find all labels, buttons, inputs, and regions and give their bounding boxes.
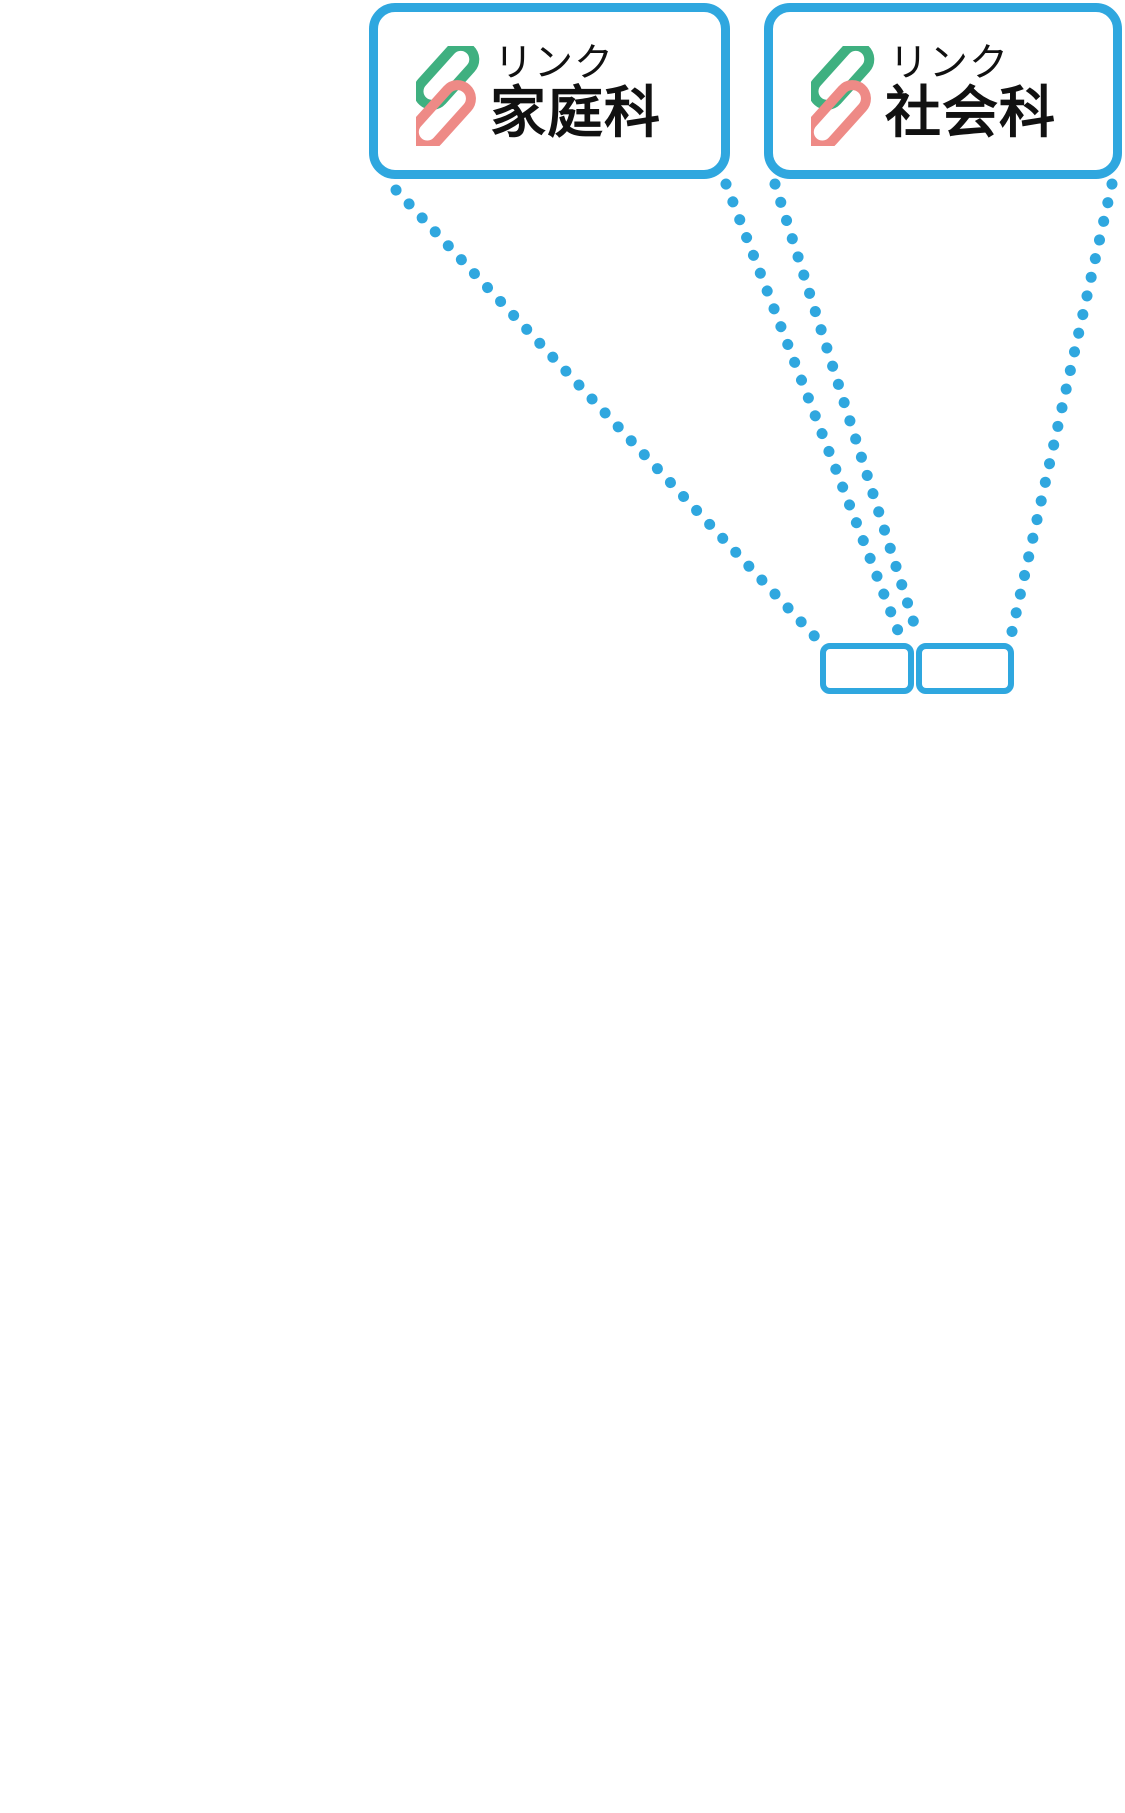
callout-line-social-right [1005, 178, 1118, 642]
link-target-home-economics[interactable] [820, 643, 914, 694]
link-subject-label: 家庭科 [490, 81, 661, 146]
callout-line-social-left [769, 178, 924, 642]
link-prefix-label: リンク [494, 41, 615, 86]
link-card-social-studies[interactable]: リンク 社会科 [764, 3, 1122, 179]
paperclip-link-icon [811, 46, 875, 146]
paperclip-link-icon [416, 46, 480, 146]
link-prefix-label: リンク [889, 41, 1010, 86]
link-subject-label: 社会科 [885, 81, 1056, 146]
callout-line-home-right [720, 178, 906, 642]
link-target-social-studies[interactable] [916, 643, 1014, 694]
callout-line-home-left [390, 184, 826, 648]
link-card-home-economics[interactable]: リンク 家庭科 [369, 3, 730, 179]
